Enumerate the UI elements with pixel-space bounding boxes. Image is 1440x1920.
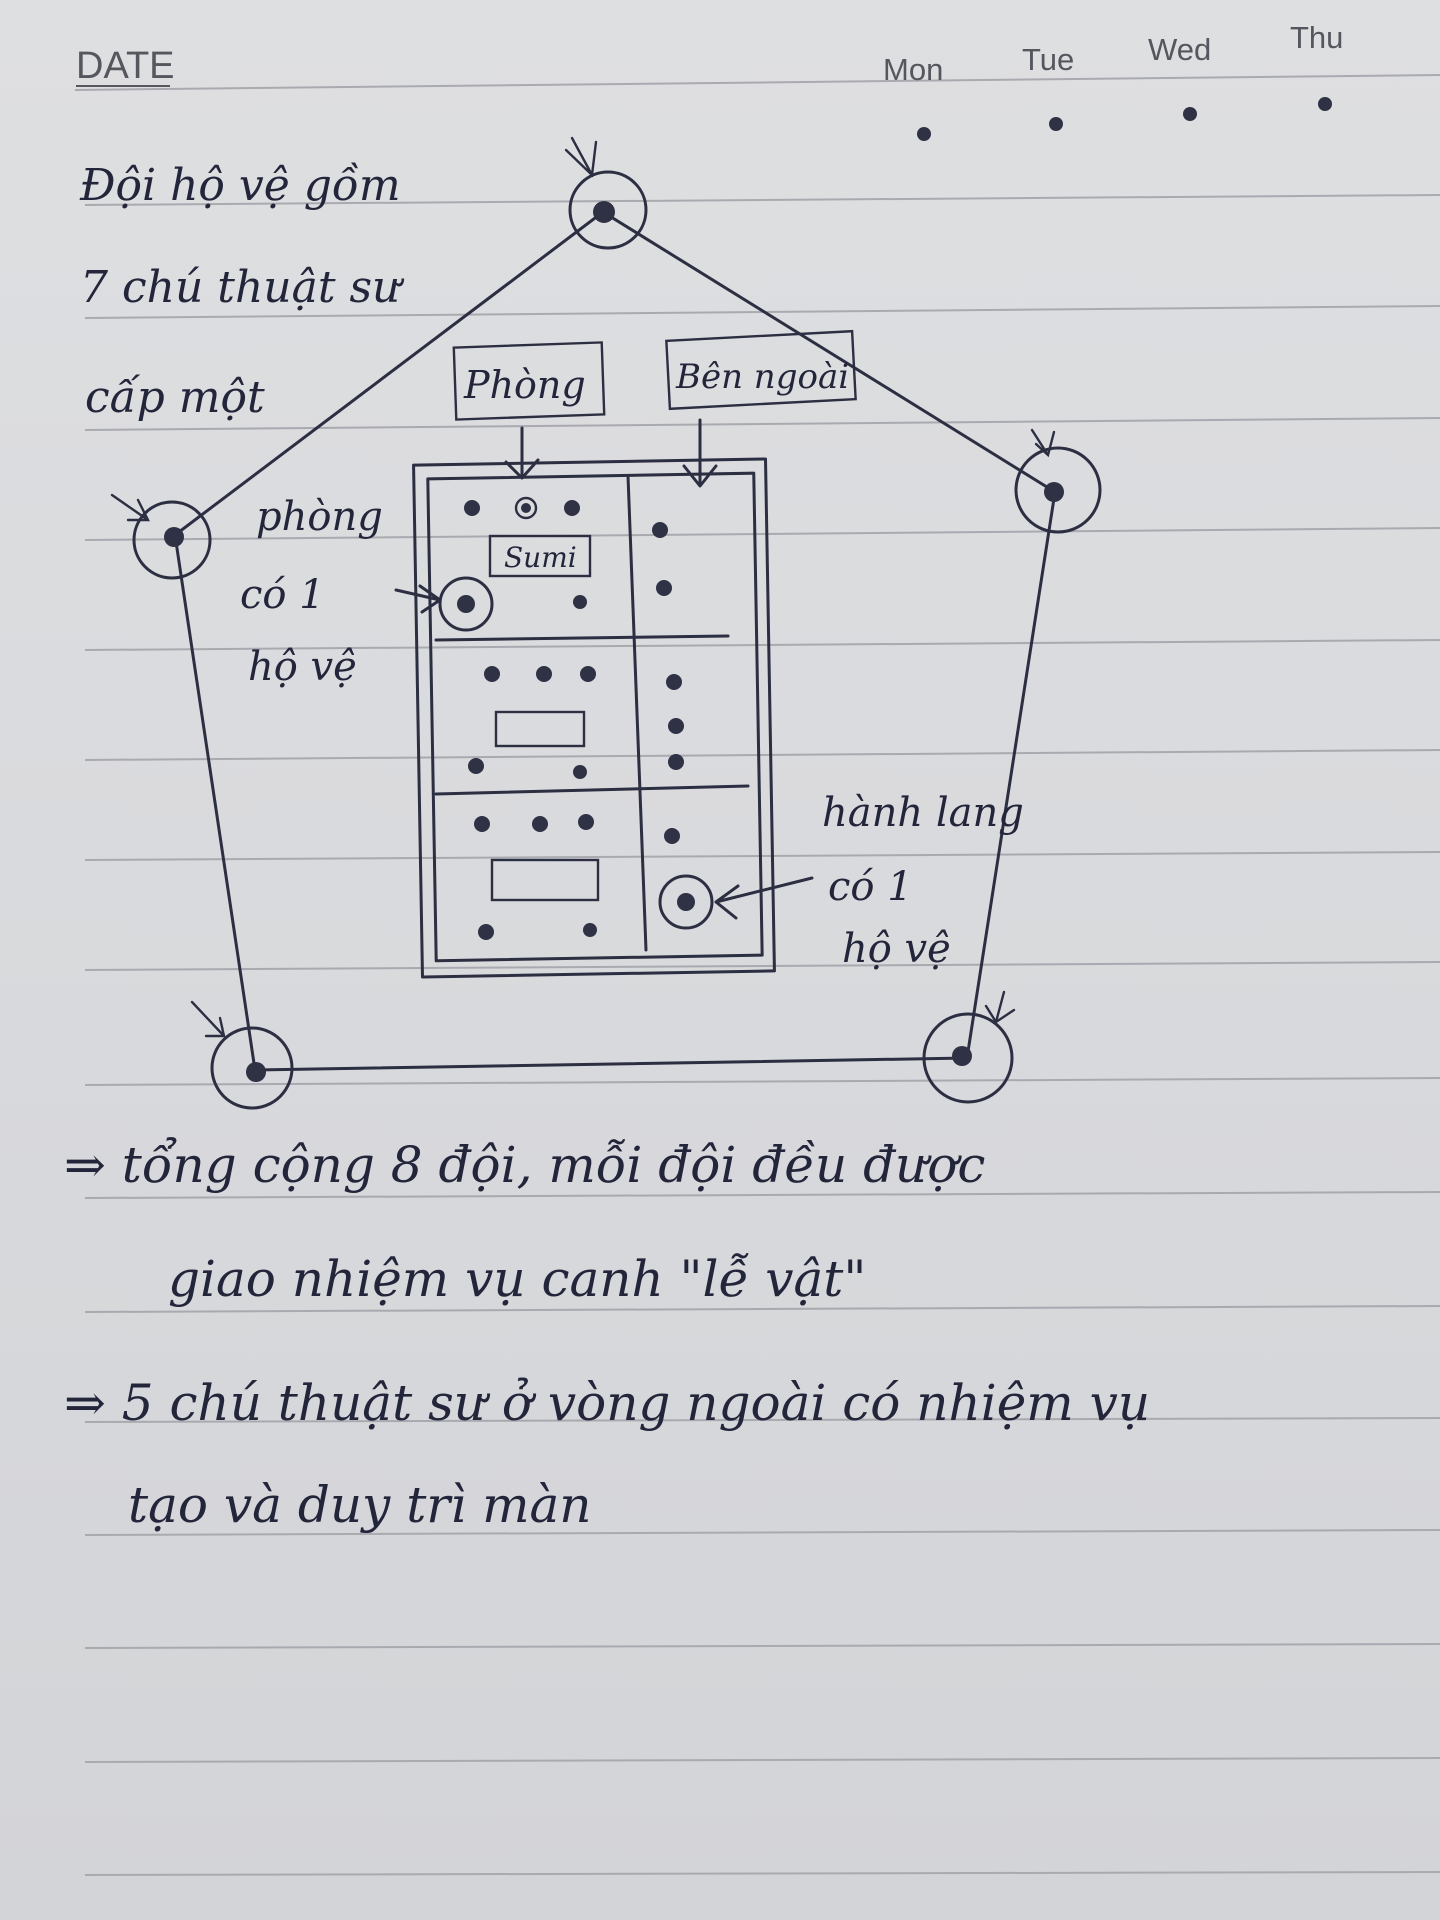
room-note-line1: phòng <box>256 494 383 540</box>
sign-sumi-label: Sumi <box>504 541 577 574</box>
floor-divider-1 <box>434 634 730 642</box>
pentagon-barrier <box>173 210 1057 1072</box>
day-mon: Mon <box>883 52 943 87</box>
day-dot-thu <box>1318 97 1332 111</box>
sorcerer-node-bottom-right <box>922 990 1016 1104</box>
summary-line1: ⇒ tổng cộng 8 đội, mỗi đội đều được <box>64 1136 985 1194</box>
date-label: DATE <box>76 45 175 87</box>
room-2-box <box>494 710 586 748</box>
ruled-lines <box>74 74 1440 1876</box>
room-arrow <box>504 426 540 480</box>
day-dot-mon <box>917 127 931 141</box>
team-note-line2: 7 chú thuật sư <box>80 262 404 313</box>
summary-line2: giao nhiệm vụ canh "lễ vật" <box>168 1250 866 1308</box>
hall-note-line1: hành lang <box>822 790 1024 836</box>
sorcerer-node-right <box>1014 428 1102 534</box>
room-note-line3: hộ vệ <box>248 644 357 690</box>
room-guard-circle <box>438 576 494 632</box>
room-2 <box>468 666 596 779</box>
sign-sumi-box <box>488 534 592 578</box>
room-note-arrow <box>394 584 442 614</box>
hall-note-line2: có 1 <box>828 864 913 910</box>
outside-label-box <box>665 329 857 411</box>
hallway <box>652 522 714 930</box>
sorcerer-node-left <box>110 493 212 580</box>
room-label-box <box>452 341 606 421</box>
outside-arrow <box>682 418 718 488</box>
hall-note-arrow <box>714 876 814 920</box>
hallway-divider <box>626 474 648 952</box>
sorcerer-node-top <box>564 136 648 250</box>
outside-label: Bên ngoài <box>675 357 849 397</box>
floor-divider-2 <box>434 784 750 796</box>
hallway-guard-circle <box>658 874 714 930</box>
building-inner-wall <box>426 471 764 963</box>
room-3 <box>474 814 600 940</box>
team-note-line1: Đội hộ vệ gồm <box>79 160 401 211</box>
room-1: Sumi <box>438 496 592 632</box>
room-note-line2: có 1 <box>240 572 325 618</box>
room-label: Phòng <box>463 363 586 407</box>
day-thu: Thu <box>1290 20 1343 55</box>
sorcerer-node-bottom-left <box>190 1000 294 1110</box>
pentagon-outline <box>173 210 1057 1072</box>
room-3-box <box>490 858 600 902</box>
day-dot-tue <box>1049 117 1063 131</box>
day-tue: Tue <box>1022 42 1074 77</box>
summary-line4: tạo và duy trì màn <box>128 1476 592 1534</box>
day-wed: Wed <box>1148 32 1211 67</box>
team-note-line3: cấp một <box>85 372 265 423</box>
day-dot-wed <box>1183 107 1197 121</box>
hall-note-line3: hộ vệ <box>842 926 951 972</box>
building-plan: Sumi <box>412 457 776 979</box>
summary-line3: ⇒ 5 chú thuật sư ở vòng ngoài có nhiệm v… <box>64 1374 1150 1432</box>
building-outer-wall <box>412 457 776 979</box>
